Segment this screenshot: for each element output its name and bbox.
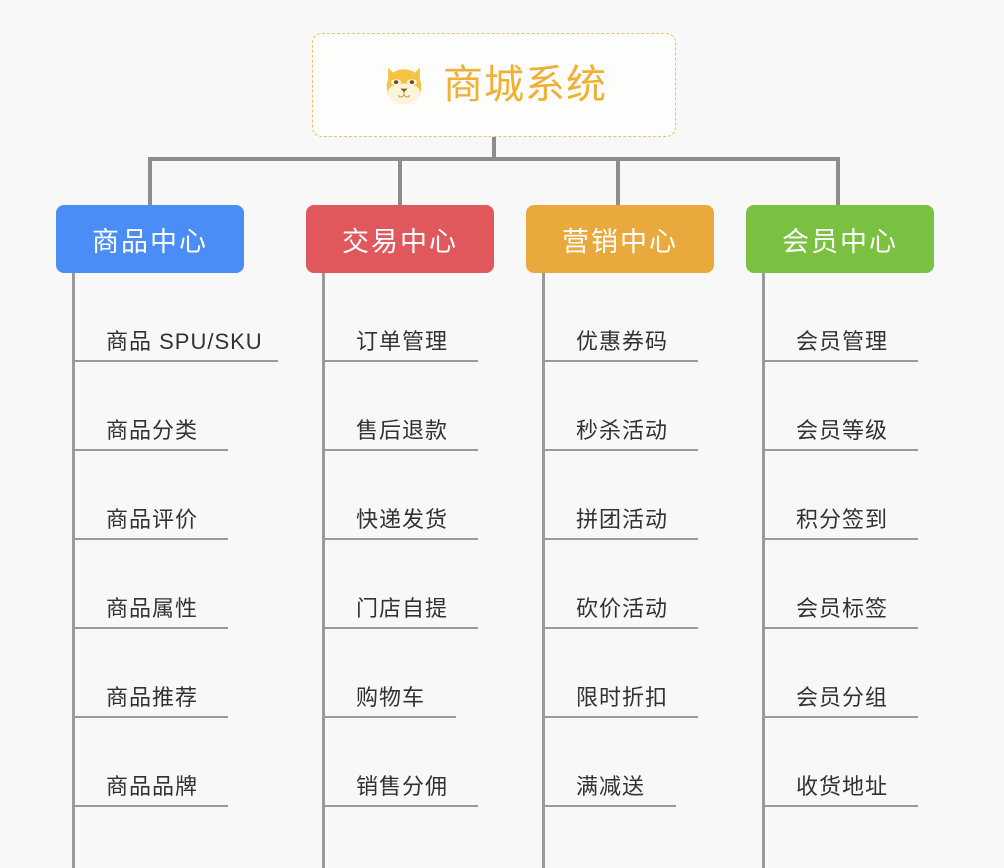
list-item[interactable]: 会员等级 xyxy=(762,362,918,451)
list-item[interactable]: 商品评价 xyxy=(72,451,228,540)
item-label: 快递发货 xyxy=(356,507,449,532)
list-item[interactable]: 拼团活动 xyxy=(542,451,698,540)
item-label: 订单管理 xyxy=(356,329,449,354)
branch-header-trade-center[interactable]: 交易中心 xyxy=(306,205,494,273)
branch-trunk xyxy=(762,273,765,868)
connector-drop-4 xyxy=(836,157,840,209)
item-label: 秒杀活动 xyxy=(576,418,669,443)
list-item[interactable]: 售后退款 xyxy=(322,362,478,451)
list-item[interactable]: 会员分组 xyxy=(762,629,918,718)
item-label: 商品 SPU/SKU xyxy=(106,329,263,354)
branch-items-marketing-center: 优惠券码 秒杀活动 拼团活动 砍价活动 限时折扣 满减送 xyxy=(526,273,714,868)
list-item[interactable]: 秒杀活动 xyxy=(542,362,698,451)
list-item[interactable]: 砍价活动 xyxy=(542,540,698,629)
item-label: 商品评价 xyxy=(106,507,199,532)
list-item[interactable]: 商品属性 xyxy=(72,540,228,629)
branch-label: 营销中心 xyxy=(562,226,678,257)
branch-trunk xyxy=(322,273,325,868)
item-label: 砍价活动 xyxy=(576,596,669,621)
item-label: 购物车 xyxy=(356,685,426,710)
branch-trade-center: 交易中心 订单管理 售后退款 快递发货 门店自提 购物车 销售分佣 xyxy=(306,205,494,868)
branch-label: 商品中心 xyxy=(92,226,208,257)
branch-items-member-center: 会员管理 会员等级 积分签到 会员标签 会员分组 收货地址 xyxy=(746,273,934,868)
item-label: 售后退款 xyxy=(356,418,449,443)
branch-trunk xyxy=(72,273,75,868)
list-item[interactable]: 商品品牌 xyxy=(72,718,228,807)
list-item[interactable]: 积分签到 xyxy=(762,451,918,540)
branch-member-center: 会员中心 会员管理 会员等级 积分签到 会员标签 会员分组 收货地址 xyxy=(746,205,934,868)
branch-items-product-center: 商品 SPU/SKU 商品分类 商品评价 商品属性 商品推荐 商品品牌 xyxy=(56,273,278,868)
item-label: 会员管理 xyxy=(796,329,889,354)
list-item[interactable]: 会员标签 xyxy=(762,540,918,629)
mindmap-canvas: 商城系统 商品中心 商品 SPU/SKU 商品分类 商品评价 商品属性 商品推荐… xyxy=(56,33,934,868)
connector-drop-1 xyxy=(148,157,152,209)
item-label: 门店自提 xyxy=(356,596,449,621)
branch-label: 会员中心 xyxy=(782,226,898,257)
connector-root-stem xyxy=(492,137,496,160)
connector-drop-3 xyxy=(616,157,620,209)
connector-horizontal-bar xyxy=(148,157,840,161)
root-node[interactable]: 商城系统 xyxy=(312,33,676,137)
list-item[interactable]: 会员管理 xyxy=(762,273,918,362)
item-label: 商品分类 xyxy=(106,418,199,443)
branch-header-product-center[interactable]: 商品中心 xyxy=(56,205,244,273)
branch-marketing-center: 营销中心 优惠券码 秒杀活动 拼团活动 砍价活动 限时折扣 满减送 xyxy=(526,205,714,868)
list-item[interactable]: 商品推荐 xyxy=(72,629,228,718)
item-label: 积分签到 xyxy=(796,507,889,532)
item-label: 收货地址 xyxy=(796,774,889,799)
branch-header-marketing-center[interactable]: 营销中心 xyxy=(526,205,714,273)
item-label: 商品推荐 xyxy=(106,685,199,710)
list-item[interactable]: 商品 SPU/SKU xyxy=(72,273,278,362)
item-label: 拼团活动 xyxy=(576,507,669,532)
branch-label: 交易中心 xyxy=(342,226,458,257)
list-item[interactable]: 商品分类 xyxy=(72,362,228,451)
list-item[interactable]: 收货地址 xyxy=(762,718,918,807)
item-label: 销售分佣 xyxy=(356,774,449,799)
item-label: 会员等级 xyxy=(796,418,889,443)
list-item[interactable]: 优惠券码 xyxy=(542,273,698,362)
branch-header-member-center[interactable]: 会员中心 xyxy=(746,205,934,273)
item-label: 优惠券码 xyxy=(576,329,669,354)
branch-items-trade-center: 订单管理 售后退款 快递发货 门店自提 购物车 销售分佣 xyxy=(306,273,494,868)
branch-product-center: 商品中心 商品 SPU/SKU 商品分类 商品评价 商品属性 商品推荐 商品品牌 xyxy=(56,205,278,868)
connector-drop-2 xyxy=(398,157,402,209)
shiba-dog-face-icon xyxy=(386,67,422,104)
list-item[interactable]: 快递发货 xyxy=(322,451,478,540)
item-label: 限时折扣 xyxy=(576,685,669,710)
list-item[interactable]: 门店自提 xyxy=(322,540,478,629)
list-item[interactable]: 限时折扣 xyxy=(542,629,698,718)
root-title: 商城系统 xyxy=(443,63,607,107)
list-item[interactable]: 满减送 xyxy=(542,718,676,807)
list-item[interactable]: 订单管理 xyxy=(322,273,478,362)
item-label: 满减送 xyxy=(576,774,646,799)
branch-trunk xyxy=(542,273,545,868)
list-item[interactable]: 销售分佣 xyxy=(322,718,478,807)
item-label: 会员标签 xyxy=(796,596,889,621)
list-item[interactable]: 购物车 xyxy=(322,629,456,718)
item-label: 会员分组 xyxy=(796,685,889,710)
item-label: 商品属性 xyxy=(106,596,199,621)
item-label: 商品品牌 xyxy=(106,774,199,799)
